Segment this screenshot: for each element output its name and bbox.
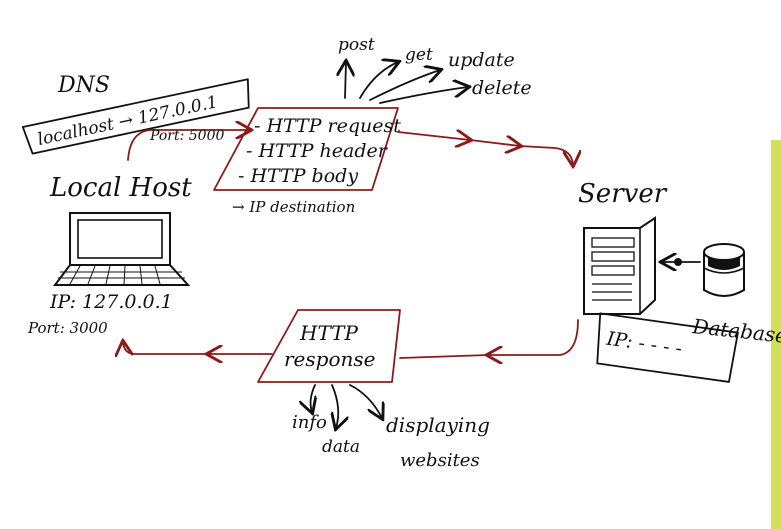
http-methods: post get update delete (338, 35, 532, 104)
output-displaying: displaying (386, 413, 490, 437)
output-data: data (322, 437, 360, 457)
response-title-2: response (284, 347, 375, 371)
db-link-node (674, 258, 682, 266)
request-arrow-mid (397, 132, 470, 140)
method-post: post (338, 35, 375, 55)
method-delete: delete (472, 77, 532, 99)
response-arrow-to-client (123, 342, 209, 354)
ip-destination-note: → IP destination (232, 198, 355, 216)
local-host-title: Local Host (49, 173, 192, 203)
output-info: info (292, 412, 327, 433)
laptop-icon (53, 212, 191, 286)
response-outputs: info data displaying websites (292, 384, 490, 471)
client-port: Port: 3000 (27, 319, 108, 337)
request-arrow-to-server (519, 145, 573, 165)
http-request-box: - HTTP request - HTTP header - HTTP body (213, 107, 401, 191)
server-title: Server (578, 179, 668, 209)
request-arrow-mid2 (469, 140, 520, 146)
http-response-box: HTTP response (257, 309, 401, 383)
database-icon (703, 243, 745, 297)
request-arrow-out (127, 130, 250, 161)
output-websites: websites (400, 450, 480, 471)
method-get: get (405, 45, 433, 65)
request-line-1: - HTTP request (254, 115, 401, 137)
request-port: Port: 5000 (149, 128, 224, 144)
request-line-2: - HTTP header (246, 140, 389, 162)
page-edge-strip (771, 140, 781, 529)
response-arrow-to-box (399, 354, 489, 359)
response-title-1: HTTP (299, 321, 358, 345)
method-update: update (448, 49, 515, 71)
server-icon (583, 216, 656, 315)
response-arrow-from-server (488, 319, 579, 355)
request-line-3: - HTTP body (238, 165, 358, 187)
dns-title: DNS (57, 73, 110, 98)
server-ip: IP: - - - - (604, 327, 683, 359)
client-ip: IP: 127.0.0.1 (49, 291, 173, 313)
